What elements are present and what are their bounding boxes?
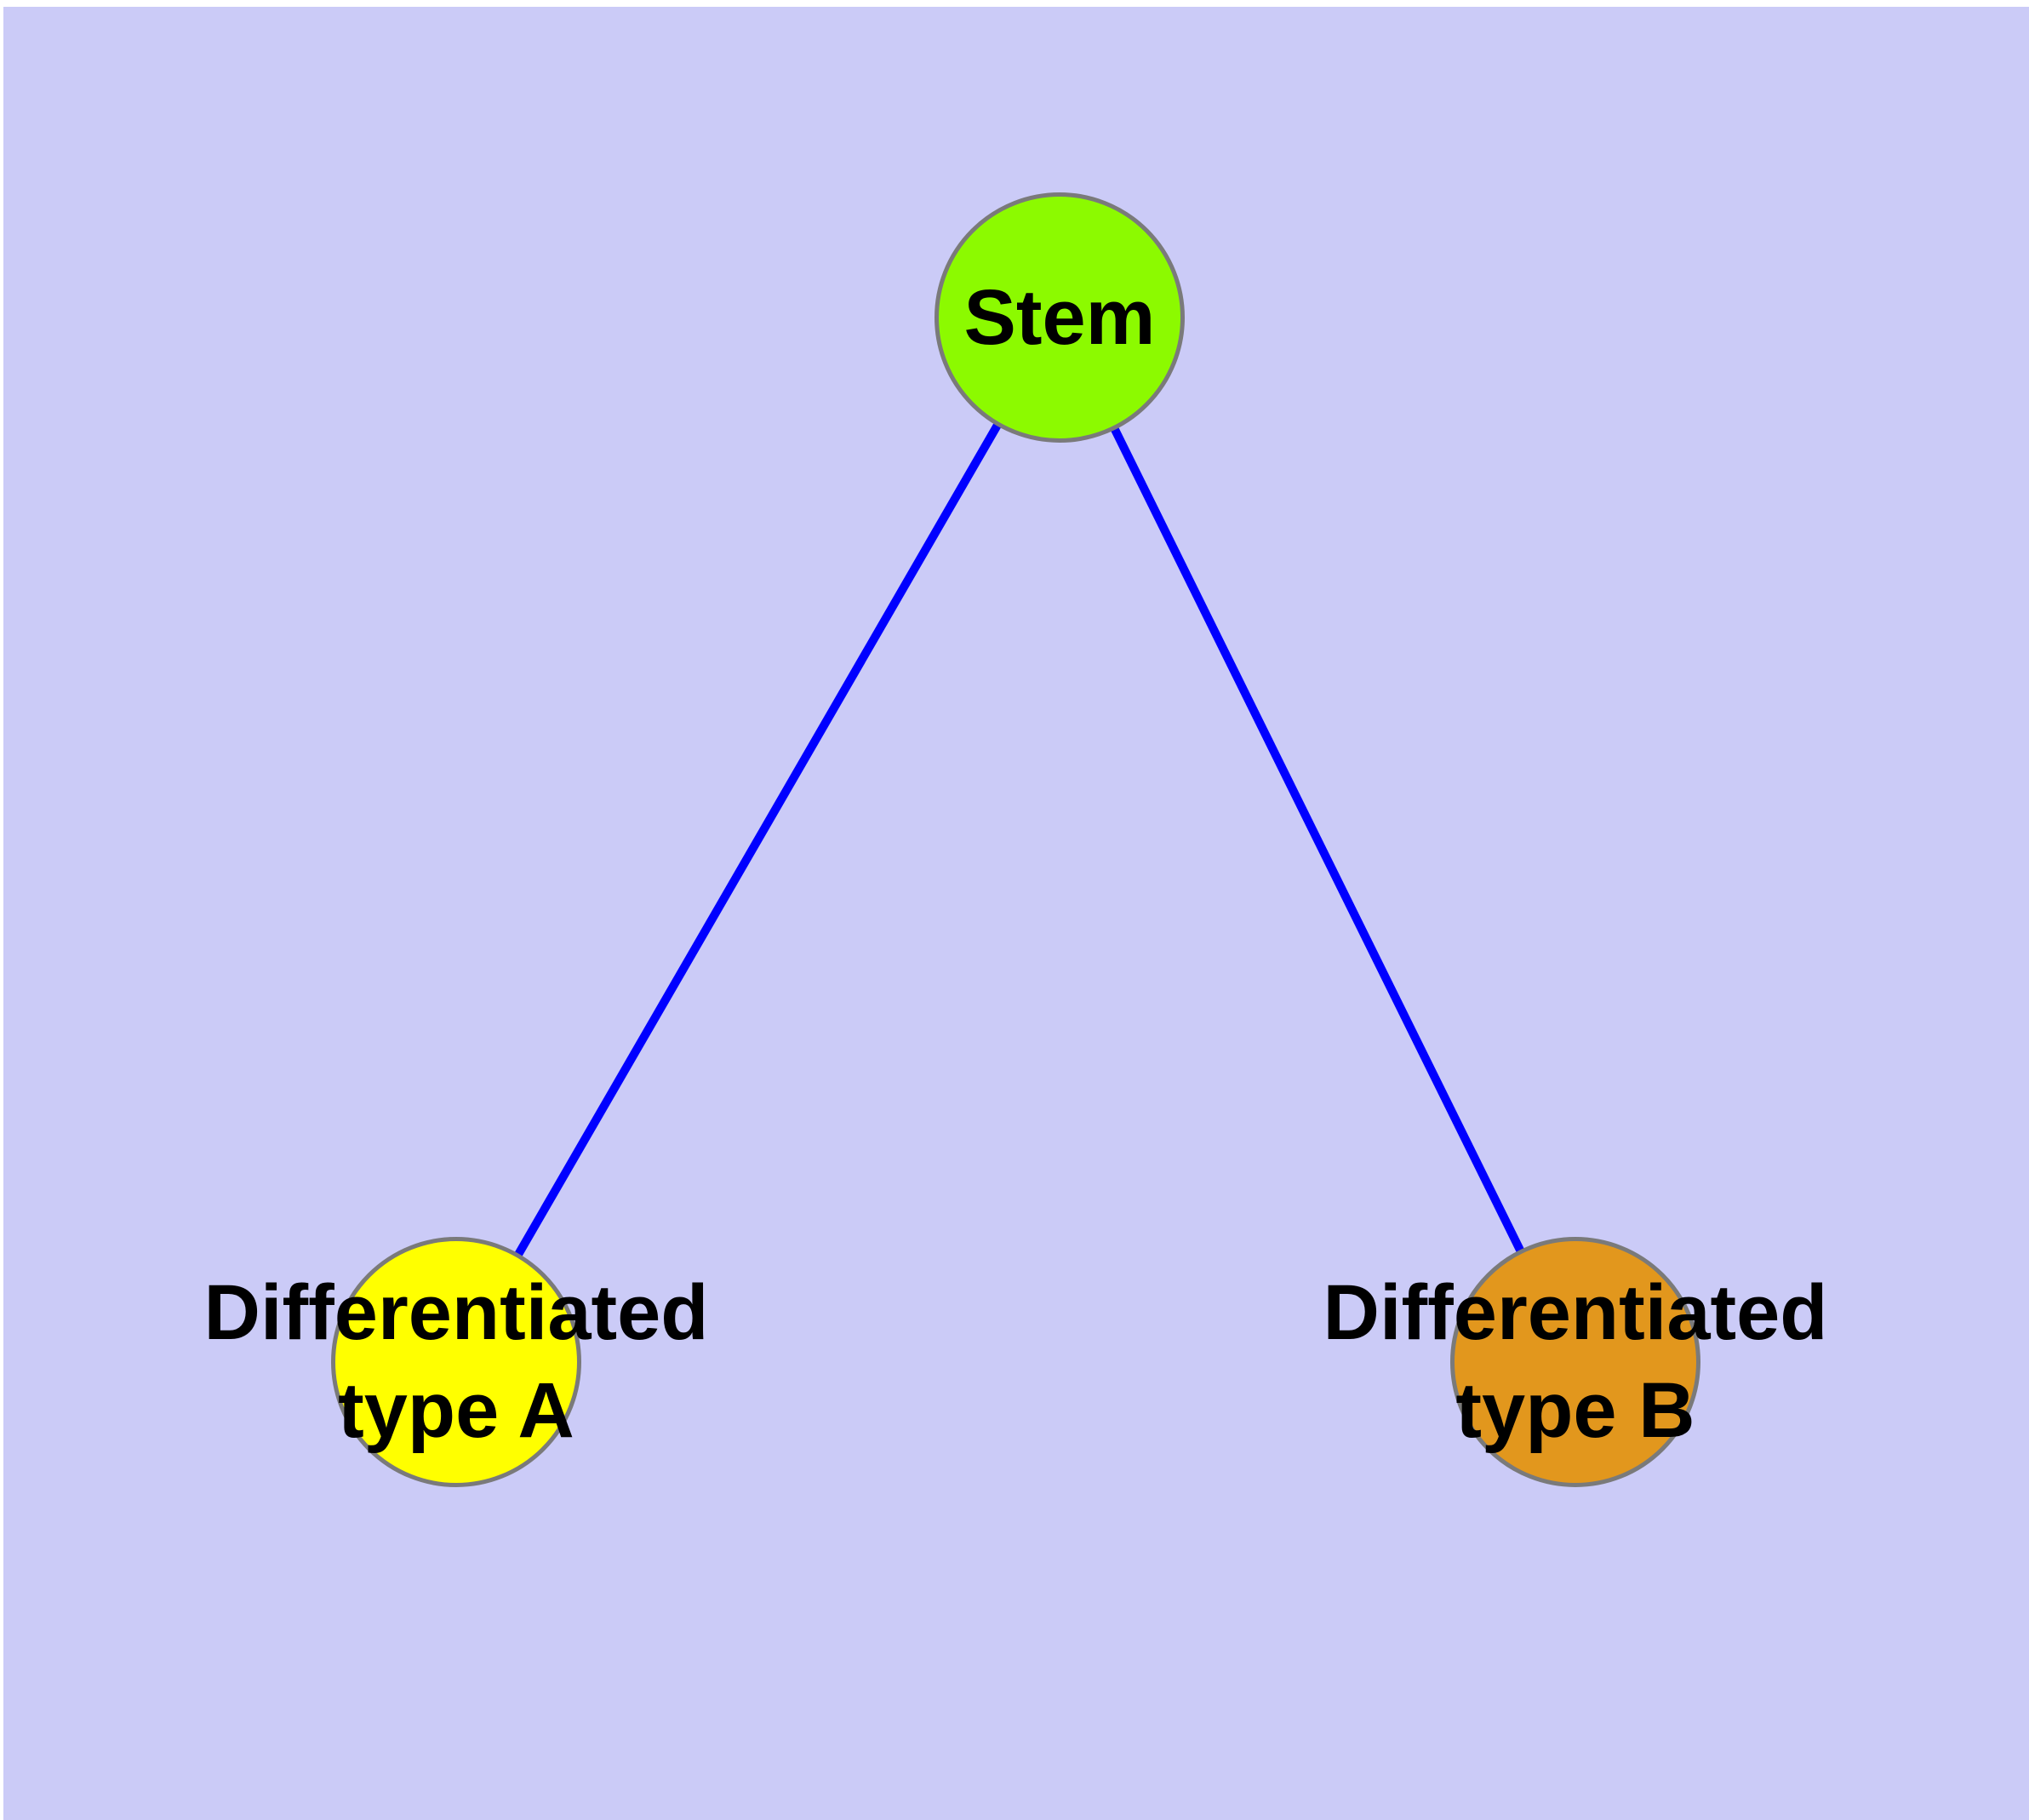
edges-layer: [452, 315, 1580, 1365]
edge-stem-to-type-b: [1055, 315, 1580, 1365]
diagram-canvas: Stem Differentiated type A Differentiate…: [3, 7, 2029, 1820]
node-stem: Stem: [934, 192, 1185, 443]
node-differentiated-type-b: [1450, 1237, 1700, 1487]
node-stem-label: Stem: [963, 273, 1156, 361]
node-differentiated-type-a: [331, 1237, 581, 1487]
edge-stem-to-type-a: [452, 315, 1064, 1365]
